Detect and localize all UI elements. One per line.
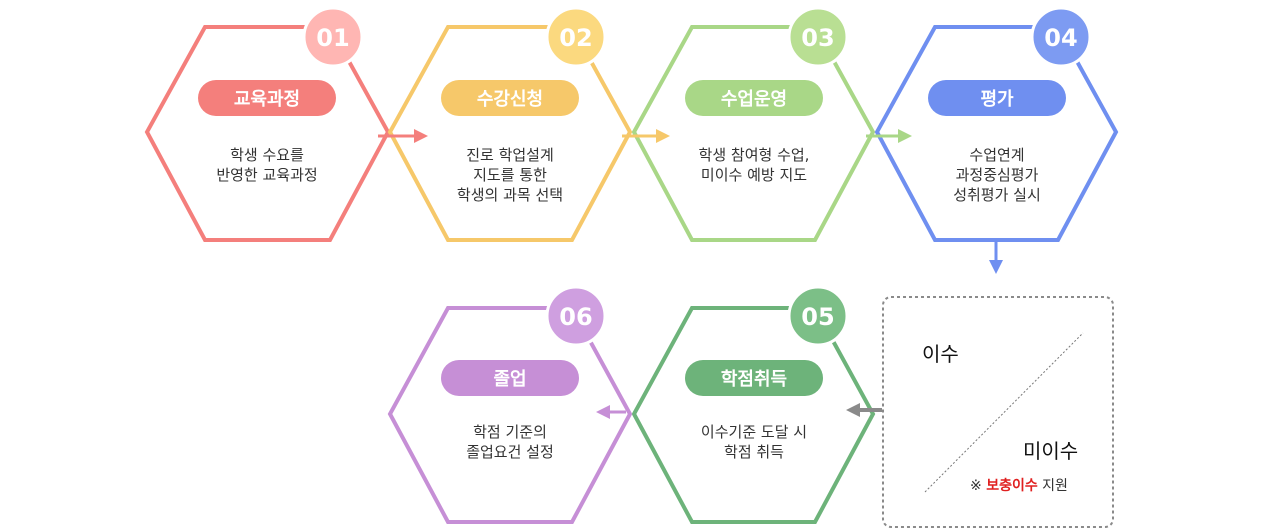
completion-box: 이수 미이수 ※ 보충이수 지원 (882, 296, 1114, 528)
step-description-04: 수업연계 과정중심평가 성취평가 실시 (953, 146, 1041, 204)
svg-text:수업운영: 수업운영 (721, 89, 787, 110)
arrow-02-to-03 (622, 129, 670, 143)
number-badge-04: 04 (1030, 6, 1092, 68)
supplementary-note: ※ 보충이수 지원 (970, 477, 1068, 494)
svg-text:진로 학업설계: 진로 학업설계 (466, 146, 554, 164)
arrow-01-to-02 (378, 129, 428, 143)
svg-text:평가: 평가 (980, 89, 1014, 110)
step-description-05: 이수기준 도달 시 학점 취득 (701, 423, 807, 461)
svg-text:반영한 교육과정: 반영한 교육과정 (216, 166, 317, 184)
step-description-03: 학생 참여형 수업, 미이수 예방 지도 (699, 146, 810, 184)
svg-text:학점 기준의: 학점 기준의 (473, 423, 547, 441)
step-label-02: 수강신청 (441, 80, 579, 116)
arrow-05-to-06 (596, 405, 626, 419)
number-badge-06: 06 (545, 285, 607, 347)
svg-text:학생의 과목 선택: 학생의 과목 선택 (457, 186, 563, 204)
svg-text:05: 05 (801, 303, 834, 331)
step-label-01: 교육과정 (198, 80, 336, 116)
svg-text:수업연계: 수업연계 (969, 146, 1024, 164)
step-label-06: 졸업 (441, 360, 579, 396)
svg-text:06: 06 (559, 303, 592, 331)
step-description-02: 진로 학업설계 지도를 통한 학생의 과목 선택 (457, 146, 563, 204)
svg-text:성취평가 실시: 성취평가 실시 (953, 186, 1041, 204)
svg-text:학점 취득: 학점 취득 (724, 443, 784, 461)
svg-text:수강신청: 수강신청 (477, 89, 543, 110)
svg-text:과정중심평가: 과정중심평가 (956, 166, 1039, 184)
step-label-04: 평가 (928, 80, 1066, 116)
step-description-06: 학점 기준의 졸업요건 설정 (466, 423, 554, 461)
svg-text:학점취득: 학점취득 (721, 368, 787, 390)
arrow-04-down (989, 240, 1003, 274)
step-label-03: 수업운영 (685, 80, 823, 116)
number-badge-01: 01 (302, 6, 364, 68)
step-label-05: 학점취득 (685, 360, 823, 396)
svg-text:졸업: 졸업 (493, 369, 526, 390)
svg-text:01: 01 (316, 24, 349, 52)
diagonal-divider (924, 332, 1084, 493)
pass-label: 이수 (922, 342, 959, 366)
svg-text:04: 04 (1044, 24, 1077, 52)
step-description-01: 학생 수요를 반영한 교육과정 (216, 146, 317, 184)
number-badge-03: 03 (787, 6, 849, 68)
svg-text:학생 수요를: 학생 수요를 (230, 146, 304, 164)
svg-text:미이수 예방 지도: 미이수 예방 지도 (701, 166, 807, 184)
svg-text:교육과정: 교육과정 (234, 89, 300, 110)
svg-text:지도를 통한: 지도를 통한 (473, 166, 547, 184)
number-badge-02: 02 (545, 6, 607, 68)
svg-text:졸업요건 설정: 졸업요건 설정 (466, 443, 554, 461)
supplementary-highlight: 보충이수 (986, 477, 1038, 494)
svg-text:학생 참여형 수업,: 학생 참여형 수업, (699, 146, 810, 164)
fail-label: 미이수 (1023, 439, 1078, 463)
hexagon-step-05 (631, 306, 876, 524)
svg-text:03: 03 (801, 24, 834, 52)
arrow-03-to-04 (866, 129, 912, 143)
number-badge-05: 05 (787, 285, 849, 347)
arrow-box-to-05 (846, 403, 882, 417)
svg-text:이수기준 도달 시: 이수기준 도달 시 (701, 423, 807, 441)
svg-text:02: 02 (559, 24, 592, 52)
